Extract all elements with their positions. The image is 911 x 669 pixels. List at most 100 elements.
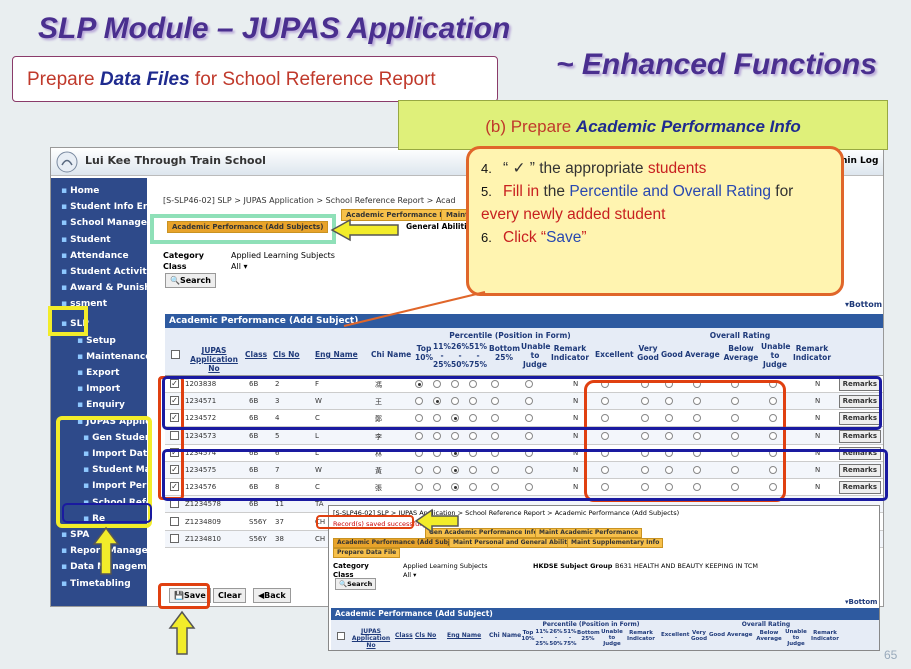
rating-radio[interactable] bbox=[665, 483, 673, 492]
clear-button[interactable]: Clear bbox=[213, 588, 247, 603]
sidebar-item[interactable]: SPA bbox=[61, 530, 89, 540]
percentile-radio[interactable] bbox=[469, 397, 477, 406]
percentile-radio[interactable] bbox=[469, 483, 477, 492]
sidebar-item[interactable]: Enquiry bbox=[77, 400, 125, 410]
percentile-radio[interactable] bbox=[433, 431, 441, 440]
percentile-radio[interactable] bbox=[469, 466, 477, 474]
rating-radio[interactable] bbox=[601, 397, 609, 406]
percentile-radio[interactable] bbox=[415, 414, 423, 423]
col-eng-name[interactable]: Eng Name bbox=[315, 350, 358, 359]
col-class[interactable]: Class bbox=[245, 350, 268, 359]
tab-academic-performance-add-subjects[interactable]: Academic Performance (Add Subjects) bbox=[167, 221, 329, 233]
rating-radio[interactable] bbox=[731, 414, 739, 423]
percentile-radio[interactable] bbox=[451, 380, 459, 388]
rating-radio[interactable] bbox=[693, 483, 701, 492]
percentile-radio[interactable] bbox=[451, 397, 459, 406]
sidebar-item[interactable]: Student Mappi bbox=[83, 465, 167, 475]
percentile-radio[interactable] bbox=[433, 397, 441, 406]
sidebar-item[interactable]: Award & Punishme bbox=[61, 283, 166, 293]
back-button[interactable]: ◀Back bbox=[253, 588, 291, 603]
sidebar-item[interactable]: Student Info Enq bbox=[61, 202, 156, 212]
rating-radio[interactable] bbox=[731, 466, 739, 474]
percentile-radio[interactable] bbox=[525, 431, 533, 440]
sidebar-item[interactable]: School Managemen bbox=[61, 218, 169, 228]
remarks-button[interactable]: Remarks bbox=[838, 481, 881, 495]
sidebar-item[interactable]: ssment bbox=[61, 299, 107, 309]
sidebar-item[interactable]: Timetabling bbox=[61, 579, 131, 589]
percentile-radio[interactable] bbox=[469, 414, 477, 423]
rating-radio[interactable] bbox=[693, 431, 701, 440]
sidebar-item[interactable]: Import Person bbox=[83, 481, 164, 491]
inset-class-select[interactable]: All ▾ bbox=[403, 571, 417, 579]
rating-radio[interactable] bbox=[665, 414, 673, 423]
inset-col-class[interactable]: Class bbox=[395, 632, 413, 639]
rating-radio[interactable] bbox=[601, 431, 609, 440]
col-jupas-no[interactable]: JUPAS Application No bbox=[190, 346, 238, 373]
logout-link[interactable]: Log bbox=[860, 156, 879, 166]
search-button[interactable]: 🔍Search bbox=[165, 273, 216, 288]
rating-radio[interactable] bbox=[769, 466, 777, 474]
percentile-radio[interactable] bbox=[451, 483, 459, 492]
row-checkbox[interactable]: ✓ bbox=[170, 413, 179, 423]
sidebar-item[interactable]: Export bbox=[77, 368, 119, 378]
rating-radio[interactable] bbox=[641, 483, 649, 492]
sidebar-item[interactable]: Setup bbox=[77, 336, 116, 346]
row-checkbox[interactable]: ✓ bbox=[170, 482, 179, 492]
percentile-radio[interactable] bbox=[491, 466, 499, 474]
percentile-radio[interactable] bbox=[451, 466, 459, 474]
sidebar-item[interactable]: Re bbox=[83, 514, 105, 524]
tab-maint[interactable]: Maint bbox=[441, 209, 474, 221]
percentile-radio[interactable] bbox=[415, 380, 423, 388]
rating-radio[interactable] bbox=[601, 466, 609, 474]
rating-radio[interactable] bbox=[601, 483, 609, 492]
sidebar-item[interactable]: Import bbox=[77, 384, 120, 394]
percentile-radio[interactable] bbox=[525, 397, 533, 406]
row-checkbox[interactable]: ✓ bbox=[170, 465, 179, 474]
remarks-button[interactable]: Remarks bbox=[838, 464, 881, 477]
tab-general-abilities[interactable]: General Abiliti bbox=[406, 222, 467, 231]
sidebar-item[interactable]: SLP bbox=[61, 319, 89, 329]
inset-tab-maint-academic[interactable]: Maint Academic Performance bbox=[535, 528, 643, 538]
percentile-radio[interactable] bbox=[525, 380, 533, 388]
inset-search-button[interactable]: 🔍Search bbox=[335, 578, 377, 590]
rating-radio[interactable] bbox=[665, 466, 673, 474]
percentile-radio[interactable] bbox=[525, 414, 533, 423]
percentile-radio[interactable] bbox=[433, 414, 441, 423]
percentile-radio[interactable] bbox=[469, 380, 477, 388]
rating-radio[interactable] bbox=[665, 431, 673, 440]
remarks-button[interactable]: Remarks bbox=[838, 395, 881, 409]
sidebar-item[interactable]: Student bbox=[61, 235, 110, 245]
class-select[interactable]: All ▾ bbox=[231, 261, 335, 272]
rating-radio[interactable] bbox=[665, 397, 673, 406]
inset-tab-maint-supplementary[interactable]: Maint Supplementary Info bbox=[567, 538, 664, 548]
inset-col-clsno[interactable]: Cls No bbox=[415, 632, 437, 639]
sidebar-item[interactable]: Maintenance bbox=[77, 352, 151, 362]
remarks-button[interactable]: Remarks bbox=[838, 429, 881, 443]
rating-radio[interactable] bbox=[601, 414, 609, 423]
percentile-radio[interactable] bbox=[491, 431, 499, 440]
rating-radio[interactable] bbox=[693, 414, 701, 423]
sidebar-item[interactable]: JUPAS Applicat bbox=[77, 417, 161, 427]
inset-bottom-link[interactable]: ▾Bottom bbox=[845, 598, 878, 606]
col-cls-no[interactable]: Cls No bbox=[273, 350, 300, 359]
rating-radio[interactable] bbox=[769, 431, 777, 440]
percentile-radio[interactable] bbox=[415, 397, 423, 406]
percentile-radio[interactable] bbox=[491, 414, 499, 423]
percentile-radio[interactable] bbox=[433, 380, 441, 388]
row-checkbox[interactable] bbox=[170, 533, 179, 543]
select-all-checkbox[interactable] bbox=[171, 350, 180, 359]
sidebar-item[interactable]: Attendance bbox=[61, 251, 128, 261]
percentile-radio[interactable] bbox=[469, 431, 477, 440]
inset-tab-maint-personal[interactable]: Maint Personal and General Abilities bbox=[449, 538, 581, 548]
percentile-radio[interactable] bbox=[415, 466, 423, 474]
percentile-radio[interactable] bbox=[491, 380, 499, 388]
sidebar-item[interactable]: School Refere bbox=[83, 498, 162, 508]
row-checkbox[interactable]: ✓ bbox=[170, 447, 179, 457]
percentile-radio[interactable] bbox=[415, 483, 423, 492]
rating-radio[interactable] bbox=[641, 431, 649, 440]
percentile-radio[interactable] bbox=[491, 483, 499, 492]
save-button[interactable]: 💾Save bbox=[169, 588, 211, 603]
percentile-radio[interactable] bbox=[433, 466, 441, 474]
percentile-radio[interactable] bbox=[525, 466, 533, 474]
row-checkbox[interactable]: ✓ bbox=[170, 379, 179, 388]
